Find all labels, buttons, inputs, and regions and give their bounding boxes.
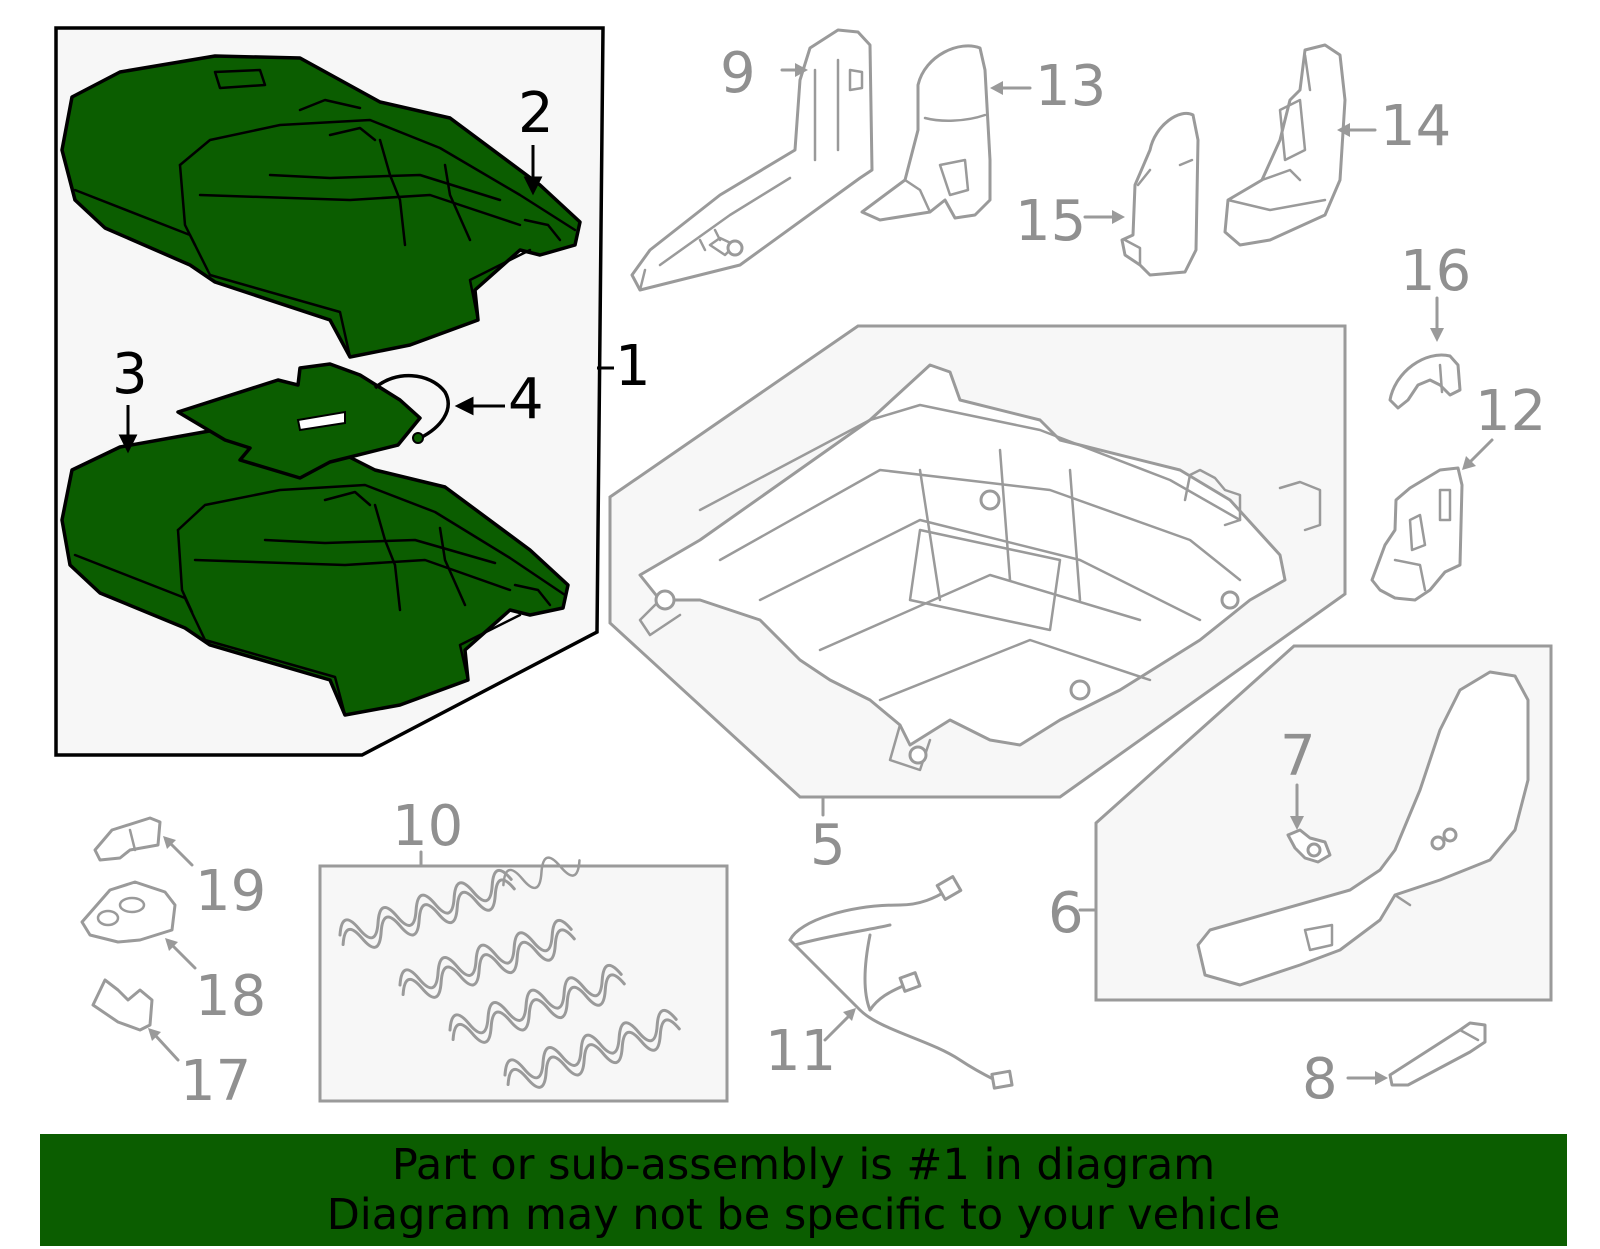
callout-10[interactable]: 10 <box>392 794 463 859</box>
harness-11[interactable] <box>788 875 1014 1090</box>
callout-14[interactable]: 14 <box>1380 94 1451 159</box>
leader-12 <box>1462 438 1494 470</box>
leader-15 <box>1083 210 1125 224</box>
banner-line-2: Diagram may not be specific to your vehi… <box>326 1190 1281 1240</box>
leader-17 <box>148 1028 180 1062</box>
spring-5 <box>502 856 581 890</box>
side-shield-6[interactable] <box>1094 644 1553 1002</box>
assembly-1-group[interactable] <box>54 26 614 757</box>
callout-13[interactable]: 13 <box>1035 54 1106 119</box>
leader-13 <box>990 81 1032 95</box>
track-cover-9[interactable] <box>630 28 874 292</box>
callout-11[interactable]: 11 <box>765 1019 836 1084</box>
callout-19[interactable]: 19 <box>195 859 266 924</box>
clip-19[interactable] <box>93 816 162 862</box>
seat-heater-mat[interactable] <box>176 362 422 480</box>
spring-1 <box>338 869 516 949</box>
seat-frame-5[interactable] <box>608 324 1347 799</box>
spring-2 <box>398 919 576 999</box>
spring-4 <box>503 1009 681 1089</box>
callout-8[interactable]: 8 <box>1302 1047 1338 1112</box>
callout-9[interactable]: 9 <box>720 41 756 106</box>
clip-16[interactable] <box>1388 353 1462 410</box>
callout-4[interactable]: 4 <box>508 367 544 432</box>
seat-cushion-cover-2[interactable] <box>60 54 582 359</box>
callout-3[interactable]: 3 <box>112 342 148 407</box>
leader-7 <box>1290 783 1304 830</box>
callout-5[interactable]: 5 <box>810 813 846 878</box>
leader-8 <box>1346 1071 1388 1085</box>
leaders-active <box>118 145 543 454</box>
leader-19 <box>163 836 194 867</box>
callout-labels: 1 2 3 4 5 6 7 8 9 10 11 12 13 14 15 16 1… <box>112 41 1546 1114</box>
callout-17[interactable]: 17 <box>180 1049 251 1114</box>
callout-1[interactable]: 1 <box>615 334 651 399</box>
springs-10[interactable] <box>318 849 729 1103</box>
spring-3 <box>448 964 626 1044</box>
knob-8[interactable] <box>1388 1021 1487 1087</box>
cover-15[interactable] <box>1120 112 1200 277</box>
info-banner: Part or sub-assembly is #1 in diagram Di… <box>40 1134 1567 1246</box>
callout-12[interactable]: 12 <box>1475 379 1546 444</box>
leader-18 <box>165 938 197 970</box>
bracket-12[interactable] <box>1370 466 1464 602</box>
callout-16[interactable]: 16 <box>1400 239 1471 304</box>
leader-14 <box>1337 123 1377 137</box>
cover-14[interactable] <box>1223 43 1347 247</box>
callout-7[interactable]: 7 <box>1280 724 1316 789</box>
bolt-7[interactable] <box>1286 828 1332 864</box>
clip-17[interactable] <box>91 978 154 1032</box>
seat-cushion-pad-3[interactable] <box>60 428 570 717</box>
wire-harness-4[interactable] <box>373 374 450 444</box>
cover-13[interactable] <box>860 44 992 222</box>
callout-6[interactable]: 6 <box>1048 881 1084 946</box>
cap-18[interactable] <box>80 880 177 944</box>
callout-18[interactable]: 18 <box>195 964 266 1029</box>
leader-9 <box>780 63 808 77</box>
banner-line-1: Part or sub-assembly is #1 in diagram <box>391 1140 1216 1190</box>
callout-2[interactable]: 2 <box>518 81 554 146</box>
leader-16 <box>1430 296 1444 342</box>
callout-15[interactable]: 15 <box>1015 189 1086 254</box>
leader-11 <box>823 1008 856 1042</box>
